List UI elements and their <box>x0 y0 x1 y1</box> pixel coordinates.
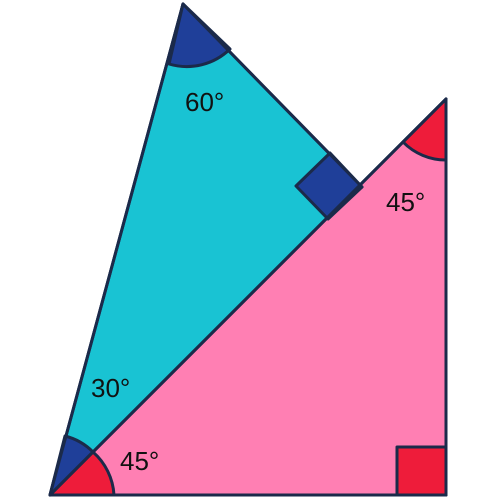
pink-bottom-angle-label: 45° <box>120 446 159 476</box>
cyan-top-angle-marker <box>167 2 232 69</box>
cyan-top-angle-label: 60° <box>185 87 224 117</box>
cyan-triangle-outline <box>181 2 364 189</box>
cyan-bottom-angle-label: 30° <box>91 373 130 403</box>
pink-right-angle-marker <box>395 445 448 497</box>
pink-top-angle-label: 45° <box>386 187 425 217</box>
left-edge-outline <box>48 2 185 497</box>
shared-hypotenuse-outline <box>48 97 448 497</box>
